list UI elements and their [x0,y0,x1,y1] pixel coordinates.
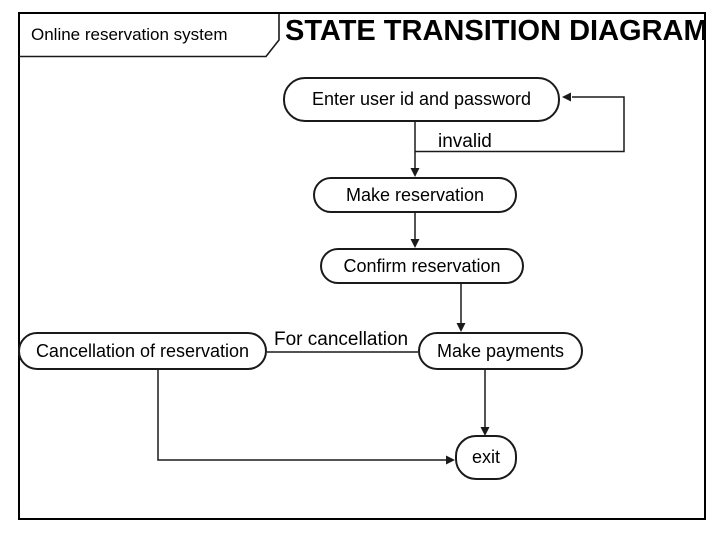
arrowhead-down-icon [456,323,466,332]
state-node-confirm-reservation: Confirm reservation [320,248,524,284]
state-node-label: Make payments [436,340,565,361]
state-node-cancellation: Cancellation of reservation [18,332,267,370]
edge-label-for-cancellation: For cancellation [274,329,409,350]
state-node-label: Enter user id and password [311,89,532,109]
state-node-label: Confirm reservation [343,255,501,276]
arrowhead-down-icon [410,239,420,248]
state-node-make-reservation: Make reservation [313,177,517,213]
arrowhead-down-icon [410,168,420,177]
edge-invalid-loop-line [415,96,625,153]
state-node-label: Cancellation of reservation [35,340,250,361]
state-node-label: Make reservation [345,184,485,205]
arrowhead-down-icon [480,427,490,436]
slide-title: STATE TRANSITION DIAGRAM [285,15,708,47]
edge-cancellation-to-exit-line [157,370,446,461]
arrowhead-left-icon [562,92,571,102]
state-node-exit: exit [455,435,517,480]
arrowhead-right-icon [446,455,455,465]
state-node-label: exit [471,447,500,467]
title-tab-shape [19,14,280,58]
system-name-tab: Online reservation system [31,25,228,44]
state-node-enter-credentials: Enter user id and password [283,77,560,122]
edge-label-invalid: invalid [438,131,492,152]
state-node-make-payments: Make payments [418,332,583,370]
